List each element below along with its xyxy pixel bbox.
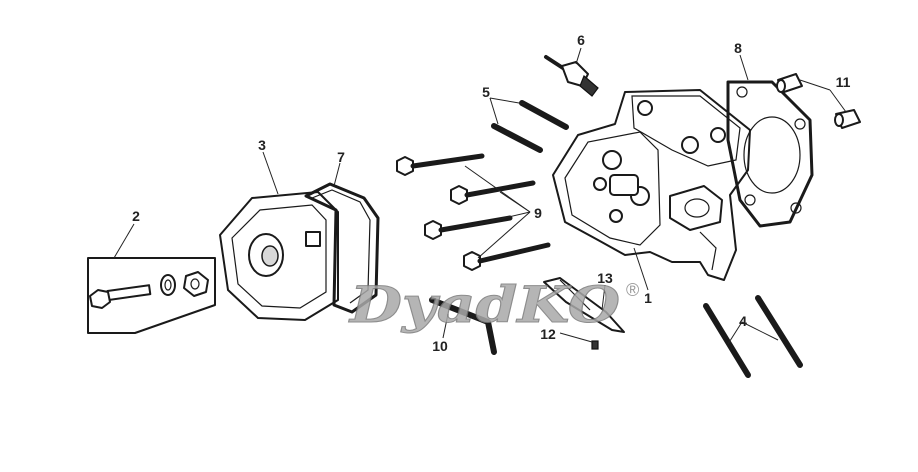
callout-2: 2 (132, 208, 140, 224)
part-13-deflector (543, 277, 625, 333)
part-4-long-studs (703, 295, 803, 378)
callout-6: 6 (577, 32, 585, 48)
part-8-head-gasket (726, 80, 814, 228)
callout-3: 3 (258, 137, 266, 153)
callout-8: 8 (734, 40, 742, 56)
callout-4: 4 (739, 313, 747, 329)
callout-5: 5 (482, 84, 490, 100)
part-7-cover-gasket (304, 182, 380, 314)
part-2-bolt-washer-nut (87, 257, 216, 334)
brand-watermark: DyadKO ® (347, 275, 639, 335)
part-6-spark-plug (544, 55, 599, 97)
callout-11: 11 (836, 74, 851, 90)
watermark-text: DyadKO (348, 275, 621, 334)
part-3-rocker-cover (219, 191, 339, 321)
part-9-head-bolts (396, 153, 551, 271)
registered-mark: ® (626, 280, 639, 300)
part-11-dowel-pins (776, 73, 861, 129)
part-5-studs (491, 100, 569, 153)
callout-10: 10 (432, 338, 448, 354)
callout-9: 9 (534, 205, 542, 221)
callout-labels: 2 3 7 5 6 8 11 9 10 13 1 12 4 (132, 32, 851, 354)
callout-1: 1 (644, 290, 652, 306)
part-1-cylinder-head (552, 89, 751, 281)
leader-lines (113, 47, 847, 345)
callout-13: 13 (597, 270, 613, 286)
callout-12: 12 (540, 326, 556, 342)
part-10-hex-key (429, 297, 497, 355)
part-12-screw (591, 340, 599, 350)
callout-7: 7 (337, 149, 345, 165)
